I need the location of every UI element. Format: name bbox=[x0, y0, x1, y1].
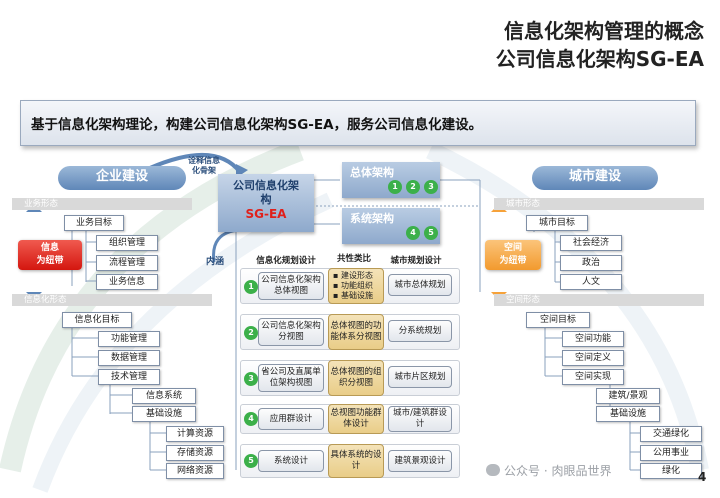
page-number: 4 bbox=[698, 470, 707, 484]
infra-compute: 计算资源 bbox=[166, 426, 224, 442]
info-link-badge: 信息 为纽带 bbox=[18, 240, 82, 270]
space-goal-box: 空间目标 bbox=[526, 312, 590, 328]
row1-city-design: 城市总体规划 bbox=[388, 274, 452, 296]
page-title: 信息化架构管理的概念 bbox=[504, 19, 704, 43]
space-item-definition: 空间定义 bbox=[562, 350, 624, 366]
it-item-function: 功能管理 bbox=[98, 331, 160, 347]
row2-city-design: 分系统规划 bbox=[388, 320, 452, 342]
row-num-2: 2 bbox=[244, 326, 258, 340]
infrastructure-box: 基础设施 bbox=[132, 406, 196, 422]
row1-common-item-3: ▪ 基础设施 bbox=[333, 291, 373, 300]
row2-it-design: 公司信息化架构分视图 bbox=[258, 318, 324, 346]
translate-note-line1: 诠释信息 bbox=[188, 156, 220, 165]
row5-common: 具体系统的设计 bbox=[328, 444, 384, 478]
sgea-box: 公司信息化架 构 SG-EA bbox=[218, 174, 314, 232]
enterprise-construction-pill: 企业建设 bbox=[58, 166, 186, 190]
row5-city-design: 建筑景观设计 bbox=[388, 450, 452, 472]
row3-city-design: 城市片区规划 bbox=[388, 366, 452, 388]
city-construction-pill: 城市建设 bbox=[532, 166, 658, 190]
info-system-box: 信息系统 bbox=[132, 388, 196, 404]
row4-city-design: 城市/建筑群设计 bbox=[388, 406, 452, 432]
row3-common: 总体视图的组织分视图 bbox=[328, 360, 384, 396]
business-item-info: 业务信息 bbox=[96, 274, 158, 290]
sgea-line1: 公司信息化架 bbox=[233, 179, 299, 192]
it-form-strip: 信息化形态 bbox=[12, 294, 212, 306]
page-subtitle: 公司信息化架构SG-EA bbox=[495, 47, 704, 71]
system-num-4: 4 bbox=[406, 226, 420, 240]
space-link-badge: 空间 为纽带 bbox=[485, 240, 541, 270]
row1-it-design: 公司信息化架构总体视图 bbox=[258, 272, 324, 300]
it-item-tech: 技术管理 bbox=[98, 369, 160, 385]
row-num-3: 3 bbox=[244, 372, 258, 386]
translate-note: 诠释信息 化骨架 bbox=[178, 156, 230, 176]
sgea-line2: 构 bbox=[260, 193, 272, 206]
row-num-4: 4 bbox=[244, 412, 258, 426]
it-item-data: 数据管理 bbox=[98, 350, 160, 366]
city-goal-politics: 政治 bbox=[560, 255, 622, 271]
row1-common: ▪ 建设形态 ▪ 功能组织 ▪ 基础设施 bbox=[328, 268, 384, 304]
connotation-label: 内涵 bbox=[206, 257, 225, 267]
city-form-strip: 城市形态 bbox=[494, 198, 704, 210]
row4-common: 总视图功能群体设计 bbox=[328, 404, 384, 434]
city-infrastructure-box: 基础设施 bbox=[596, 406, 660, 422]
city-goal-culture: 人文 bbox=[560, 274, 622, 290]
city-infra-utilities: 公用事业 bbox=[640, 445, 702, 461]
business-form-strip: 业务形态 bbox=[12, 198, 192, 210]
wechat-icon bbox=[486, 464, 500, 476]
overall-num-3: 3 bbox=[424, 180, 438, 194]
summary-banner: 基于信息化架构理论，构建公司信息化架构SG-EA，服务公司信息化建设。 bbox=[20, 100, 696, 146]
row2-common: 总体视图的功能体系分视图 bbox=[328, 314, 384, 350]
infra-network: 网络资源 bbox=[166, 463, 224, 479]
row5-it-design: 系统设计 bbox=[258, 450, 324, 472]
business-goal-box: 业务目标 bbox=[64, 215, 124, 231]
overall-arch-box: 总体架构 1 2 3 bbox=[342, 162, 440, 198]
translate-note-line2: 化骨架 bbox=[192, 166, 216, 175]
col-header-city: 城市规划设计 bbox=[390, 256, 442, 266]
space-item-realization: 空间实现 bbox=[562, 369, 624, 385]
business-item-org: 组织管理 bbox=[96, 235, 158, 251]
city-goal-box: 城市目标 bbox=[526, 215, 588, 231]
system-arch-label: 系统架构 bbox=[350, 212, 394, 225]
space-form-strip: 空间形态 bbox=[494, 294, 704, 306]
space-link-badge-line2: 为纽带 bbox=[499, 256, 527, 266]
system-arch-box: 系统架构 4 5 bbox=[342, 208, 440, 244]
business-item-process: 流程管理 bbox=[96, 255, 158, 271]
city-infra-transport: 交通绿化 bbox=[640, 426, 702, 442]
row1-common-item-2: ▪ 功能组织 bbox=[333, 281, 373, 290]
overall-num-2: 2 bbox=[406, 180, 420, 194]
col-header-common: 共性类比 bbox=[336, 254, 371, 264]
col-header-it: 信息化规划设计 bbox=[256, 256, 316, 266]
row3-it-design: 省公司及直属单位架构视图 bbox=[258, 364, 324, 392]
overall-num-1: 1 bbox=[388, 180, 402, 194]
building-landscape-box: 建筑/景观 bbox=[596, 388, 660, 404]
space-link-badge-line1: 空间 bbox=[503, 243, 522, 253]
infra-storage: 存储资源 bbox=[166, 445, 224, 461]
space-item-function: 空间功能 bbox=[562, 331, 624, 347]
info-link-badge-line1: 信息 bbox=[40, 243, 59, 253]
row1-common-item-1: ▪ 建设形态 bbox=[333, 271, 373, 280]
row-num-5: 5 bbox=[244, 454, 258, 468]
row-num-1: 1 bbox=[244, 280, 258, 294]
city-goal-economy: 社会经济 bbox=[560, 235, 622, 251]
sgea-line3: SG-EA bbox=[245, 207, 287, 221]
it-goal-box: 信息化目标 bbox=[62, 312, 132, 328]
system-num-5: 5 bbox=[424, 226, 438, 240]
city-infra-green: 绿化 bbox=[640, 463, 702, 479]
overall-arch-label: 总体架构 bbox=[350, 166, 394, 179]
info-link-badge-line2: 为纽带 bbox=[36, 256, 64, 266]
watermark: 公众号 · 肉眼品世界 bbox=[486, 462, 611, 479]
row4-it-design: 应用群设计 bbox=[258, 408, 324, 430]
